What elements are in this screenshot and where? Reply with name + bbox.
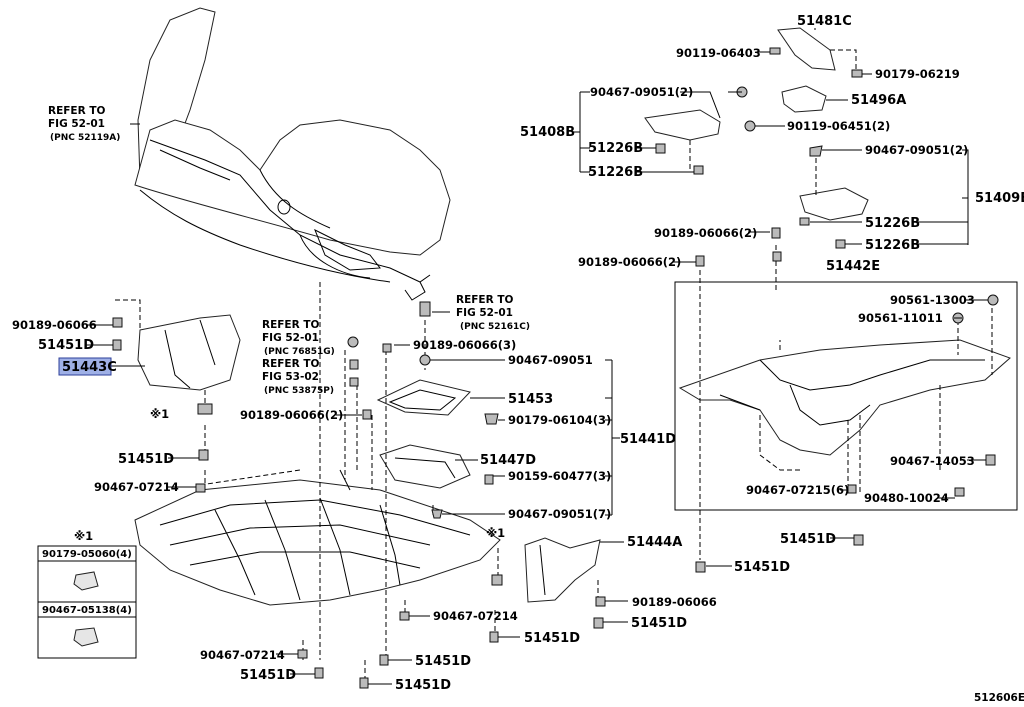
refer-label-4: REFER TO (456, 294, 514, 306)
label-90189-06066-2a: 90189-06066(2) (654, 226, 757, 240)
label-90179-06104: 90179-06104(3) (508, 413, 611, 427)
cover-51408B (644, 109, 721, 170)
label-90179-06219: 90179-06219 (875, 67, 960, 81)
label-51496A: 51496A (851, 93, 906, 108)
refer-label-1: REFER TO (48, 105, 106, 117)
label-51451D-d: 51451D (240, 668, 296, 683)
label-90467-07215: 90467-07215(6) (746, 483, 849, 497)
label-90159-60477: 90159-60477(3) (508, 469, 611, 483)
bracket-51496A (781, 85, 827, 113)
assembly-box-51442E (674, 281, 1018, 511)
cover-51409B (799, 150, 869, 221)
label-51451D-e: 51451D (415, 654, 471, 669)
label-51451D-c: 51451D (524, 631, 580, 646)
label-90480-10024: 90480-10024 (864, 491, 949, 505)
label-51226B-4: 51226B (865, 238, 920, 253)
refer-label-10: REFER TO (262, 358, 320, 370)
label-90119-06451: 90119-06451(2) (787, 119, 890, 133)
label-90467-07214-a: 90467-07214 (94, 480, 179, 494)
label-90467-09051-2a: 90467-09051(2) (590, 85, 693, 99)
legend-row-1: 90179-05060(4) (42, 549, 132, 560)
bracket-51481C (777, 27, 857, 72)
label-90189-06066-left: 90189-06066 (12, 318, 97, 332)
label-51481C: 51481C (797, 14, 852, 29)
refer-label-5: FIG 52-01 (456, 307, 513, 319)
label-90467-07214-b: 90467-07214 (433, 609, 518, 623)
label-90119-06403: 90119-06403 (676, 46, 761, 60)
label-51226B-3: 51226B (865, 216, 920, 231)
label-90467-14053: 90467-14053 (890, 454, 975, 468)
side-cover-51444A (524, 537, 601, 603)
label-51451D-right: 51451D (780, 532, 836, 547)
part-labels: REFER TO FIG 52-01 (PNC 52119A) REFER TO… (12, 14, 1024, 704)
clip-icon-2 (73, 627, 99, 647)
label-51442E: 51442E (826, 259, 880, 274)
label-51451D-a: 51451D (118, 452, 174, 467)
label-51447D: 51447D (480, 453, 536, 468)
refer-label-11: FIG 53-02 (262, 371, 319, 383)
label-51453: 51453 (508, 392, 553, 407)
label-51409B: 51409B (975, 191, 1024, 206)
mark-1-a: ※1 (150, 407, 169, 421)
plate-51447D (379, 444, 471, 489)
refer-label-3: (PNC 52119A) (50, 133, 120, 143)
label-51226B-1: 51226B (588, 141, 643, 156)
label-90467-07214-c: 90467-07214 (200, 648, 285, 662)
fastener-icons-middle (195, 251, 864, 689)
callout-lines (86, 28, 988, 685)
refer-label-12: (PNC 53875P) (264, 386, 334, 396)
label-90189-06066-2b: 90189-06066(2) (578, 255, 681, 269)
refer-label-8: FIG 52-01 (262, 332, 319, 344)
panel-51453 (376, 379, 471, 416)
legend-row-2: 90467-05138(4) (42, 605, 132, 616)
label-90189-06066-3: 90189-06066(3) (413, 338, 516, 352)
label-90467-09051-2b: 90467-09051(2) (865, 143, 968, 157)
label-90189-06066-2c: 90189-06066(2) (240, 408, 343, 422)
clip-icon-1 (73, 571, 99, 591)
label-51451D-left: 51451D (38, 338, 94, 353)
label-51451D-right2: 51451D (734, 560, 790, 575)
label-90467-09051: 90467-09051 (508, 353, 593, 367)
footer-code: 512606E (974, 692, 1024, 704)
refer-label-6: (PNC 52161C) (460, 322, 530, 332)
label-51451D-f: 51451D (395, 678, 451, 693)
shield-51443C (112, 299, 241, 415)
label-51408B: 51408B (520, 125, 575, 140)
refer-label-2: FIG 52-01 (48, 118, 105, 130)
legend-box: ※1 90179-05060(4) 90467-05138(4) (37, 529, 137, 659)
legend-title: ※1 (74, 529, 93, 543)
label-90561-13003: 90561-13003 (890, 293, 975, 307)
label-90189-06066-b: 90189-06066 (632, 595, 717, 609)
refer-label-9: (PNC 76851G) (264, 347, 335, 357)
label-51444A: 51444A (627, 535, 682, 550)
engine-under-cover (134, 469, 501, 606)
label-51451D-b: 51451D (631, 616, 687, 631)
highlight-51443C (58, 357, 112, 376)
mark-1-b: ※1 (486, 526, 505, 540)
front-bumper-cover (134, 7, 451, 301)
label-51441D: 51441D (620, 432, 676, 447)
label-90467-09051-7: 90467-09051(7) (508, 507, 611, 521)
label-90561-11011: 90561-11011 (858, 311, 943, 325)
refer-label-7: REFER TO (262, 319, 320, 331)
label-51443C: 51443C (62, 360, 117, 375)
label-51226B-2: 51226B (588, 165, 643, 180)
